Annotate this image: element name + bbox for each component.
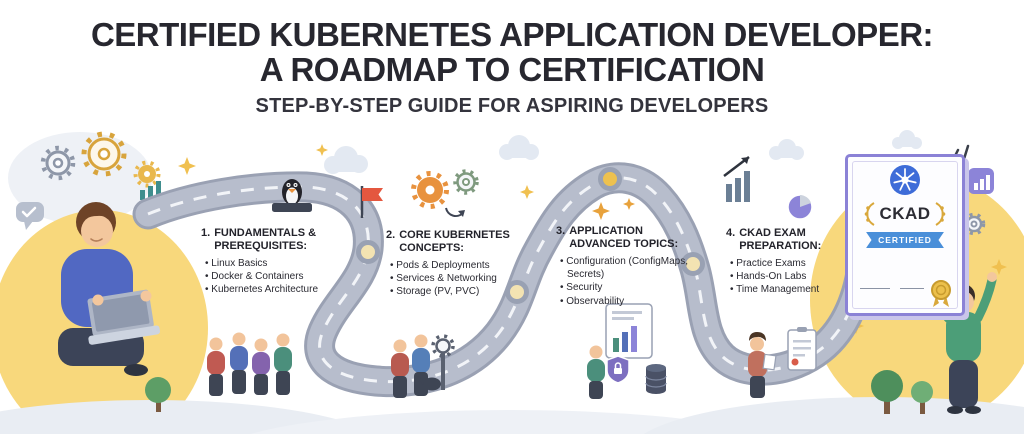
step-item: Linux Basics (203, 257, 356, 270)
step-item: Kubernetes Architecture (203, 283, 356, 296)
star-icon (316, 144, 328, 156)
step-title-line: FUNDAMENTALS & (214, 227, 317, 239)
step-title: CORE KUBERNETES CONCEPTS: (399, 229, 510, 255)
step-3-advanced-topics: 3. APPLICATION ADVANCED TOPICS: Configur… (556, 225, 698, 308)
star-icon (623, 198, 635, 210)
step-item: Docker & Containers (203, 270, 356, 283)
tree-icon (145, 377, 171, 412)
step-items: Linux Basics Docker & Containers Kuberne… (201, 257, 356, 297)
bar-chart-icon (140, 181, 161, 200)
people-group-illustration (391, 334, 455, 398)
step-item: Practice Exams (728, 257, 858, 270)
signature-line (900, 288, 924, 289)
gear-icon (81, 131, 127, 177)
ground-left (0, 400, 376, 434)
star-icon (991, 259, 1007, 275)
ground-middle (250, 410, 770, 434)
ckad-certificate: CKAD CERTIFIED (845, 154, 965, 316)
database-icon (645, 364, 667, 394)
monitoring-illustration (587, 303, 667, 399)
step-title-line: PREREQUISITES: (214, 239, 308, 252)
certificate-title: CKAD (879, 204, 931, 223)
step-item: Configuration (ConfigMaps, Secrets) (558, 255, 698, 281)
roadmap-road (132, 162, 879, 398)
star-icon (592, 202, 610, 220)
gear-icon (40, 145, 76, 181)
step-title-line: ADVANCED TOPICS: (569, 237, 679, 250)
step-item: Security (558, 281, 698, 294)
step-items: Practice Exams Hands-On Labs Time Manage… (726, 257, 858, 297)
linux-penguin-icon (272, 179, 312, 212)
page-title-line-1: CERTIFIED KUBERNETES APPLICATION DEVELOP… (90, 16, 934, 53)
gear-icon (411, 171, 449, 209)
step-item: Observability (558, 295, 698, 308)
speech-bubble-check-icon (16, 202, 44, 230)
step-heading: 1. FUNDAMENTALS & PREREQUISITES: (201, 227, 356, 253)
certificate-title-row: CKAD (848, 201, 962, 227)
checklist-illustration (748, 327, 817, 398)
gear-icon (133, 160, 161, 188)
step-heading: 4. CKAD EXAM PREPARATION: (726, 227, 858, 253)
step-title: FUNDAMENTALS & PREREQUISITES: (214, 227, 316, 253)
milestone-marker (598, 167, 622, 191)
step-number: 3. (556, 225, 566, 237)
step-title-line: APPLICATION (569, 225, 643, 237)
kubernetes-logo (890, 165, 920, 195)
step-2-core-concepts: 2. CORE KUBERNETES CONCEPTS: Pods & Depl… (386, 229, 526, 299)
step-title: APPLICATION ADVANCED TOPICS: (569, 225, 678, 251)
header: CERTIFIED KUBERNETES APPLICATION DEVELOP… (0, 16, 1024, 118)
signature-line (860, 288, 890, 289)
step-item: Hands-On Labs (728, 270, 858, 283)
chart-tile-icon (968, 168, 994, 194)
ground-right (643, 397, 1024, 434)
step-items: Pods & Deployments Services & Networking… (386, 259, 526, 299)
step-1-fundamentals: 1. FUNDAMENTALS & PREREQUISITES: Linux B… (201, 227, 356, 297)
step-heading: 2. CORE KUBERNETES CONCEPTS: (386, 229, 526, 255)
gear-icon (453, 169, 479, 195)
cloud-icon (769, 139, 804, 160)
flag-icon (360, 186, 383, 218)
step-number: 4. (726, 227, 736, 239)
laurel-right-icon (934, 202, 945, 226)
star-icon (520, 185, 534, 199)
step-item: Pods & Deployments (388, 259, 526, 272)
step-number: 2. (386, 229, 396, 241)
step-title: CKAD EXAM PREPARATION: (739, 227, 821, 253)
step-items: Configuration (ConfigMaps, Secrets) Secu… (556, 255, 698, 308)
page-subtitle: STEP-BY-STEP GUIDE FOR ASPIRING DEVELOPE… (255, 94, 769, 117)
page-title-line-2: A ROADMAP TO CERTIFICATION (259, 50, 765, 88)
refresh-arrow-icon (445, 207, 465, 218)
step-number: 1. (201, 227, 211, 239)
developer-illustration (58, 202, 161, 376)
step-heading: 3. APPLICATION ADVANCED TOPICS: (556, 225, 698, 251)
tree-icon (871, 370, 903, 414)
certified-ribbon: CERTIFIED (866, 232, 944, 248)
cloud-icon (499, 135, 539, 160)
step-item: Services & Networking (388, 272, 526, 285)
cloud-icon (892, 130, 922, 149)
growth-chart-icon (723, 156, 750, 202)
step-item: Time Management (728, 283, 858, 296)
gold-seal-icon (931, 280, 951, 307)
cloud-icon (324, 146, 368, 174)
step-title-line: CORE KUBERNETES (399, 229, 510, 241)
pie-chart-icon (787, 194, 813, 220)
step-title-line: PREPARATION: (739, 239, 822, 252)
milestone-marker (356, 240, 380, 264)
star-icon (178, 157, 196, 175)
step-4-exam-preparation: 4. CKAD EXAM PREPARATION: Practice Exams… (726, 227, 858, 297)
certificate-inner-border (852, 161, 958, 309)
step-item: Storage (PV, PVC) (388, 285, 526, 298)
laurel-left-icon (865, 202, 876, 226)
step-title-line: CONCEPTS: (399, 241, 464, 254)
people-group-illustration (207, 332, 292, 396)
tree-icon (911, 381, 933, 414)
gear-icon (962, 212, 986, 236)
step-title-line: CKAD EXAM (739, 227, 806, 239)
